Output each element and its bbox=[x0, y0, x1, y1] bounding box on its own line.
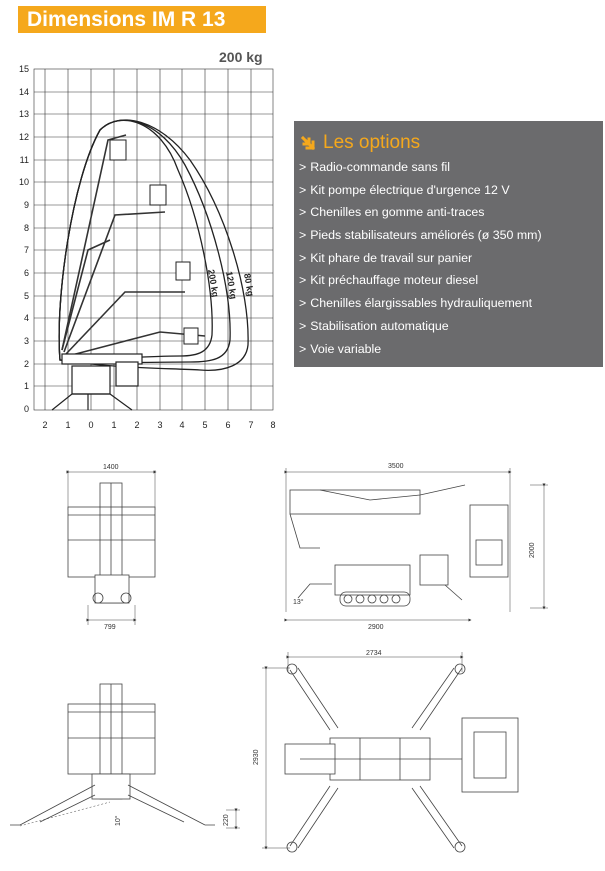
dim-side-angle: 13° bbox=[293, 598, 304, 606]
reach-envelopes bbox=[58, 119, 249, 371]
options-heading: Les options bbox=[299, 129, 603, 156]
y-tick-label: 14 bbox=[18, 87, 29, 97]
y-tick-label: 3 bbox=[23, 336, 29, 346]
x-tick-label: 7 bbox=[248, 420, 254, 430]
envelope-label-120kg: 120 kg bbox=[224, 271, 239, 300]
y-tick-label: 5 bbox=[23, 291, 29, 301]
dim-outrigger-angle: 10° bbox=[114, 815, 122, 826]
front-outrigger-view-drawing bbox=[10, 683, 240, 830]
y-tick-label: 15 bbox=[18, 64, 29, 74]
y-tick-label: 6 bbox=[23, 268, 29, 278]
front-view-drawing bbox=[66, 470, 157, 625]
arrow-down-right-icon bbox=[301, 135, 316, 150]
y-tick-label: 9 bbox=[23, 200, 29, 210]
option-item: >Pieds stabilisateurs améliorés (ø 350 m… bbox=[299, 228, 542, 243]
y-tick-label: 10 bbox=[18, 177, 29, 187]
y-tick-label: 2 bbox=[23, 359, 29, 369]
dim-top-depth: 2930 bbox=[253, 749, 260, 765]
dim-outrigger-height: 220 bbox=[223, 814, 230, 826]
x-tick-label: 1 bbox=[111, 420, 117, 430]
y-tick-label: 11 bbox=[19, 155, 29, 165]
dim-side-length-top: 3500 bbox=[388, 463, 404, 470]
y-tick-label: 13 bbox=[18, 109, 29, 119]
range-grid bbox=[33, 68, 274, 411]
y-tick-label: 4 bbox=[23, 313, 29, 323]
option-item: >Kit préchauffage moteur diesel bbox=[299, 273, 479, 288]
y-tick-label: 12 bbox=[18, 132, 29, 142]
x-tick-label: 4 bbox=[179, 420, 185, 430]
option-item: >Radio-commande sans fil bbox=[299, 160, 451, 174]
option-item: >Voie variable bbox=[299, 341, 382, 356]
x-tick-label: 6 bbox=[225, 420, 231, 430]
x-tick-label: 3 bbox=[157, 420, 163, 430]
x-tick-label: 1 bbox=[65, 420, 71, 430]
dim-side-length-bottom: 2900 bbox=[368, 624, 384, 631]
x-tick-label: 2 bbox=[134, 420, 140, 430]
x-tick-label: 8 bbox=[270, 420, 276, 430]
dim-top-width: 2734 bbox=[366, 650, 382, 657]
boom-positions bbox=[61, 134, 206, 357]
top-view-drawing bbox=[262, 652, 519, 853]
page-title: Dimensions IM R 13 bbox=[18, 6, 266, 33]
y-tick-label: 7 bbox=[23, 245, 29, 255]
y-tick-label: 8 bbox=[23, 223, 29, 233]
options-panel: Les options >Radio-commande sans fil >Ki… bbox=[294, 121, 603, 367]
side-view-drawing bbox=[284, 468, 548, 622]
dim-front-track: 799 bbox=[104, 624, 116, 631]
dim-front-width: 1400 bbox=[103, 464, 119, 471]
basket-icons bbox=[109, 139, 199, 345]
envelope-label-200kg: 200 kg bbox=[206, 269, 221, 298]
envelope-label-80kg: 80 kg bbox=[242, 273, 256, 297]
machine-base bbox=[51, 353, 143, 411]
dim-side-height: 2000 bbox=[529, 542, 536, 558]
envelope-labels: 200 kg 120 kg 80 kg bbox=[206, 269, 256, 300]
option-item: >Kit phare de travail sur panier bbox=[299, 250, 473, 265]
y-tick-label: 1 bbox=[23, 381, 29, 391]
options-heading-text: Les options bbox=[323, 132, 421, 153]
x-tick-label: 5 bbox=[202, 420, 208, 430]
x-tick-label: 2 bbox=[42, 420, 48, 430]
x-tick-label: 0 bbox=[88, 420, 94, 430]
option-item: >Chenilles en gomme anti-traces bbox=[299, 205, 485, 220]
option-item: >Stabilisation automatique bbox=[299, 318, 449, 333]
option-item: >Chenilles élargissables hydrauliquement bbox=[299, 296, 533, 311]
capacity-label: 200 kg bbox=[219, 49, 263, 65]
y-tick-label: 0 bbox=[23, 404, 29, 414]
option-item: >Kit pompe électrique d'urgence 12 V bbox=[299, 182, 510, 197]
